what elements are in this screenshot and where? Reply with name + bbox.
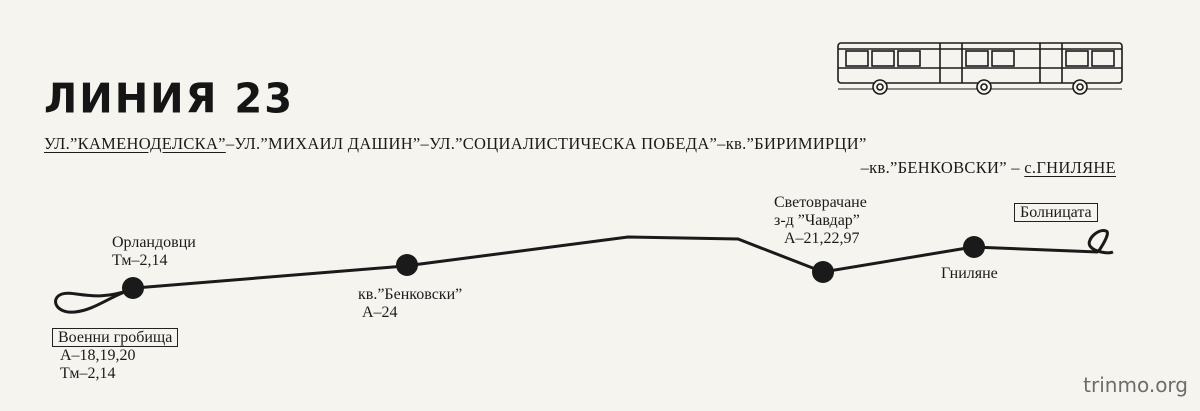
stop-marker-gnilyane [963, 236, 985, 258]
stop-marker-orlandovtsi [122, 277, 144, 299]
route-description-line-1: УЛ.”КАМЕНОДЕЛСКА”–УЛ.”МИХАИЛ ДАШИН”–УЛ.”… [44, 134, 867, 154]
stop-lines-voenni-2: Тм–2,14 [60, 365, 116, 382]
stop-marker-benkovski [396, 254, 418, 276]
terminal-loop-left [54, 286, 136, 314]
stop-name-svetovrachane: Световрачане [774, 194, 867, 211]
route-segment: УЛ.”КАМЕНОДЕЛСКА” [44, 134, 226, 153]
stop-name-benkovski: кв.”Бенковски” [358, 286, 463, 303]
route-description-line-2: –кв.”БЕНКОВСКИ” – с.ГНИЛЯНЕ [861, 158, 1116, 178]
stop-benkovski: кв.”Бенковски” А–24 [358, 286, 462, 322]
stop-svetovrachane: Световрачане з-д ”Чавдар” А–21,22,97 [774, 194, 867, 248]
line-title: ЛИНИЯ 23 [44, 75, 295, 123]
terminal-loop-right [1087, 229, 1114, 255]
route-segment: –УЛ.”МИХАИЛ ДАШИН”–УЛ.”СОЦИАЛИСТИЧЕСКА П… [225, 134, 867, 153]
stop-sub-svetovrachane: з-д ”Чавдар” [774, 212, 860, 229]
stop-lines-benkovski: А–24 [362, 304, 398, 321]
stop-bolnitsata: Болницата [1014, 203, 1098, 222]
stop-voenni-grobishta: Военни гробища А–18,19,20 Тм–2,14 [52, 328, 179, 383]
stop-name-bolnitsata: Болницата [1014, 203, 1098, 222]
bus-icon [837, 42, 1123, 95]
stop-name-voenni: Военни гробища [52, 328, 179, 347]
stop-lines-voenni-1: А–18,19,20 [60, 347, 136, 364]
stop-lines-orlandovtsi: Тм–2,14 [112, 252, 168, 269]
route-segment: с.ГНИЛЯНЕ [1024, 158, 1116, 177]
stop-name-gnilyane: Гниляне [941, 265, 998, 282]
stop-orlandovtsi: Орландовци Тм–2,14 [112, 234, 196, 270]
stop-marker-svetovrachane [812, 261, 834, 283]
stop-lines-svetovrachane: А–21,22,97 [784, 230, 860, 247]
stop-name-orlandovtsi: Орландовци [112, 234, 196, 251]
watermark: trinmo.org [1083, 373, 1188, 397]
route-segment: –кв.”БЕНКОВСКИ” – [860, 158, 1020, 177]
